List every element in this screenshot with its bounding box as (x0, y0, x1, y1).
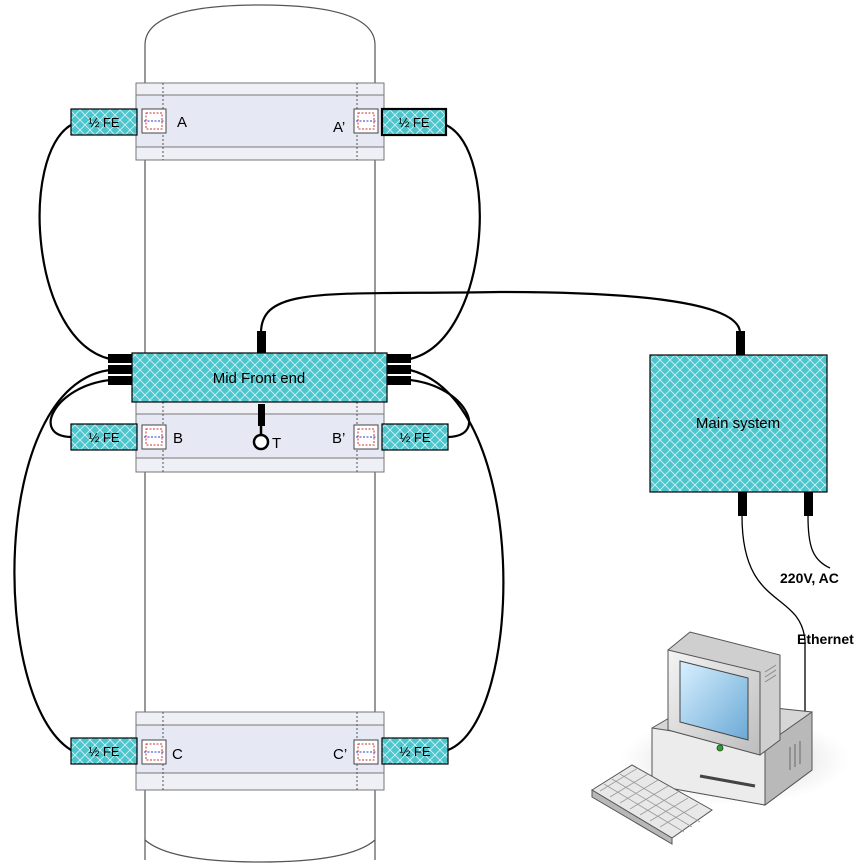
clamp-c (135, 711, 385, 791)
sensor-label-a-prime: A’ (333, 119, 345, 136)
power-label: 220V, AC (780, 570, 839, 586)
sensor-label-c: C (172, 746, 183, 763)
mid-front-end-label: Mid Front end (213, 370, 306, 387)
ethernet-cable (741, 515, 806, 718)
ethernet-label: Ethernet (797, 631, 854, 647)
transducer-c (141, 739, 167, 765)
half-fe-b: ½ FE (70, 423, 138, 451)
transducer-b-prime (353, 424, 379, 450)
temperature-sensor-icon (252, 433, 270, 451)
half-fe-label: ½ FE (399, 744, 430, 759)
cables (13, 124, 742, 752)
sensor-label-b: B (173, 430, 183, 447)
half-fe-a: ½ FE (70, 108, 138, 136)
pipe-bottom-cap (144, 839, 376, 863)
sensor-label-c-prime: C’ (333, 746, 347, 763)
half-fe-label: ½ FE (399, 430, 430, 445)
clamp-a (135, 82, 385, 161)
half-fe-label: ½ FE (88, 430, 119, 445)
sensor-label-a: A (177, 114, 187, 131)
half-fe-label: ½ FE (88, 744, 119, 759)
transducer-c-prime (353, 739, 379, 765)
power-cable (807, 515, 831, 569)
half-fe-a-prime: ½ FE (380, 107, 448, 137)
temperature-sensor-connector (258, 404, 265, 426)
half-fe-c: ½ FE (70, 737, 138, 765)
half-fe-label: ½ FE (398, 115, 429, 130)
main-system-label: Main system (696, 415, 780, 432)
half-fe-c-prime: ½ FE (381, 737, 449, 765)
half-fe-label: ½ FE (88, 115, 119, 130)
sensor-label-b-prime: B’ (332, 430, 345, 447)
half-fe-b-prime: ½ FE (381, 423, 449, 451)
transducer-a-prime (353, 108, 379, 134)
mid-front-end-box: Mid Front end (131, 352, 388, 403)
transducer-b (141, 424, 167, 450)
temperature-sensor-label: T (272, 435, 281, 452)
transducer-a (141, 108, 167, 134)
computer-icon (591, 631, 850, 845)
mid-fe-connectors (108, 331, 411, 385)
main-system-box: Main system (649, 331, 828, 516)
